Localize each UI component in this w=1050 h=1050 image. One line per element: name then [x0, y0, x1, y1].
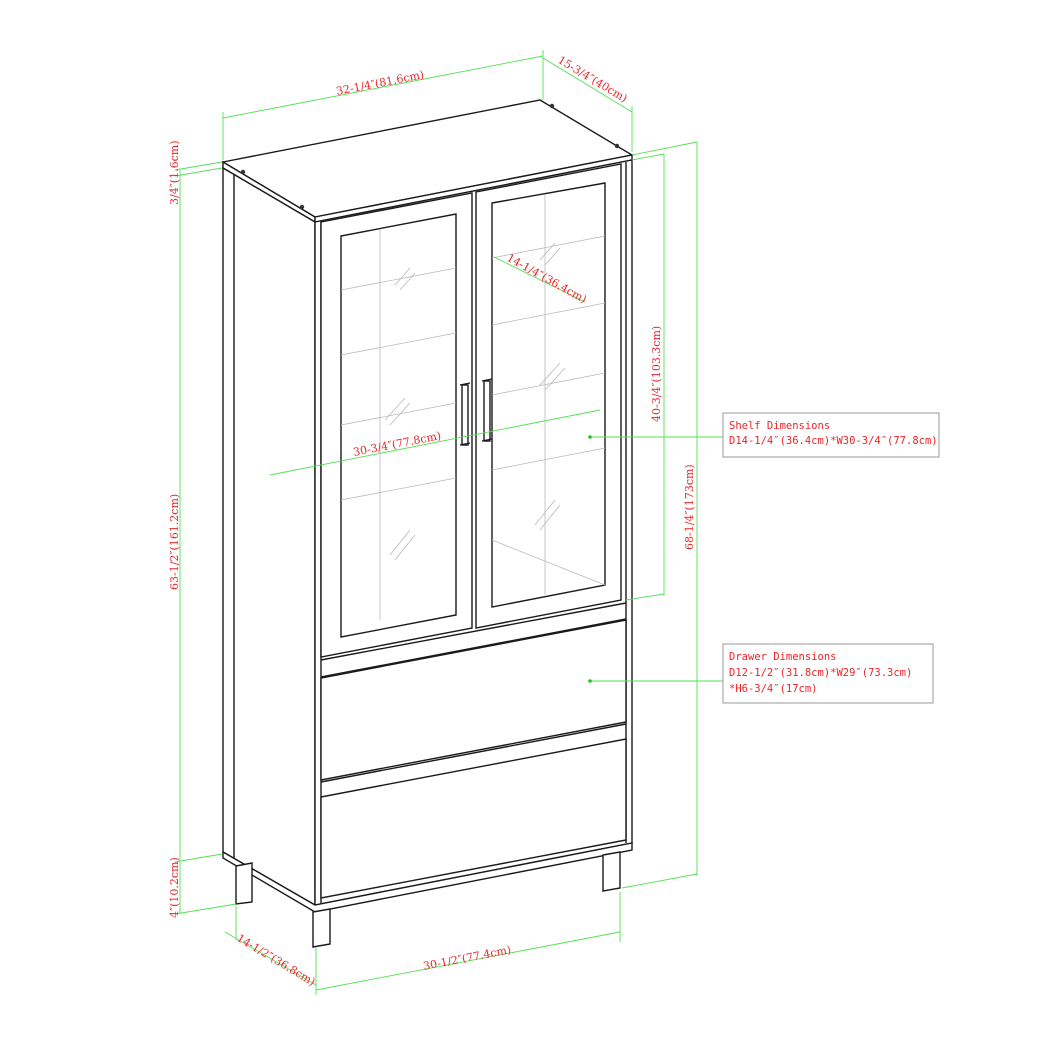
- screw-hole: [549, 103, 555, 109]
- drawer-callout-line1: D12-1/2″(31.8cm)*W29″(73.3cm): [729, 667, 912, 679]
- right-glass-door: [475, 163, 622, 629]
- shelf-dimensions-callout: Shelf Dimensions D14-1/4″(36.4cm)*W30-3/…: [722, 412, 940, 458]
- door-handle-right: [481, 378, 493, 442]
- dimension-lines: [174, 50, 725, 995]
- door-handle-left: [459, 382, 471, 446]
- left-glass-door: [320, 192, 473, 658]
- base-width-label: 30-1/2″(77.4cm): [422, 943, 512, 973]
- base-depth-label: 14-1/2″(36.8cm): [234, 931, 317, 988]
- overall-height-label: 68-1/4″(173cm): [683, 464, 696, 550]
- leg-front-left: [312, 908, 331, 948]
- body-height-label: 63-1/2″(161.2cm): [168, 494, 181, 590]
- leg-back-left: [235, 862, 253, 905]
- drawer-dimensions-callout: Drawer Dimensions D12-1/2″(31.8cm)*W29″(…: [722, 643, 934, 704]
- drawer-callout-title: Drawer Dimensions: [729, 651, 836, 663]
- overall-depth-label: 15-3/4″(40cm): [555, 53, 629, 105]
- leg-height-label: 4″(10.2cm): [168, 857, 181, 918]
- cabinet-drawing: [221, 99, 634, 948]
- left-side-panel: [222, 166, 316, 907]
- drawer-callout-line2: *H6-3/4″(17cm): [729, 683, 818, 695]
- shelf-callout-line1: D14-1/4″(36.4cm)*W30-3/4″(77.8cm): [729, 435, 938, 447]
- base-plinth: [222, 842, 633, 913]
- overall-width-label: 32-1/4″(81.6cm): [335, 68, 425, 98]
- screw-hole: [240, 169, 246, 175]
- leg-front-right: [602, 851, 621, 892]
- top-thickness-label: 3/4″(1.6cm): [168, 141, 181, 205]
- door-height-label: 40-3/4″(103.3cm): [650, 326, 663, 422]
- screw-hole: [614, 143, 620, 149]
- screw-hole: [299, 204, 305, 210]
- lower-drawer: [320, 738, 627, 899]
- shelf-callout-title: Shelf Dimensions: [729, 420, 830, 432]
- upper-drawer: [320, 619, 627, 781]
